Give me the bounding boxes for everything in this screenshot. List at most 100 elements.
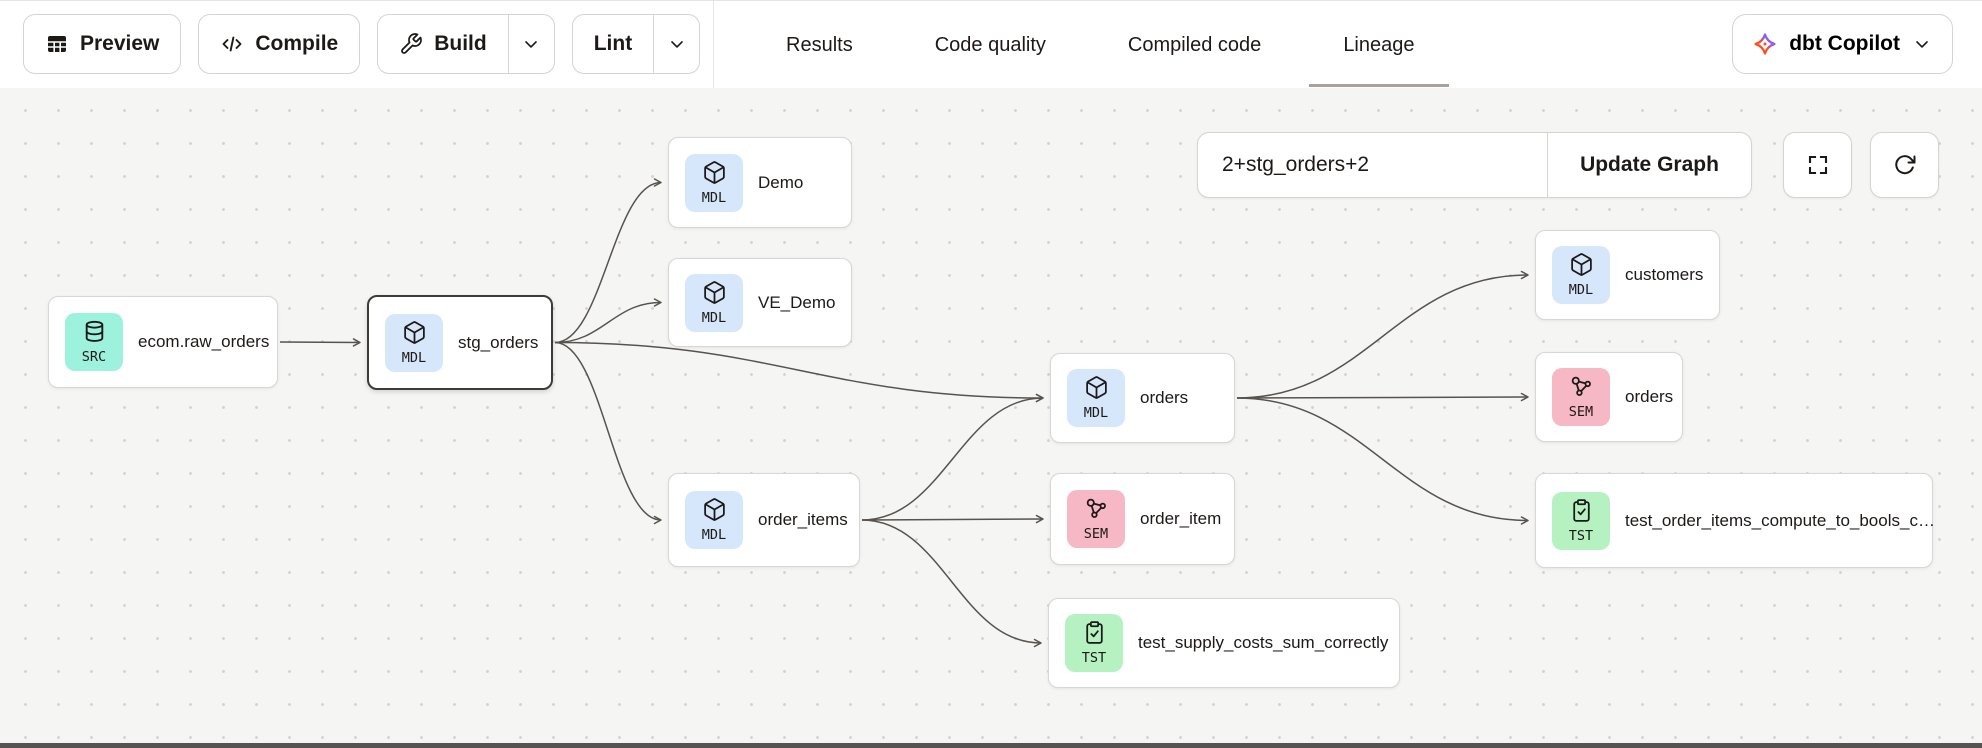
node-type-badge: SRC xyxy=(65,313,123,371)
node-label: order_items xyxy=(758,510,848,529)
node-label: stg_orders xyxy=(458,332,539,352)
lineage-node-ecom_raw_orders[interactable]: SRC ecom.raw_orders xyxy=(48,296,278,388)
chevron-down-icon xyxy=(670,41,683,48)
tab-lineage[interactable]: Lineage xyxy=(1309,1,1449,89)
node-type-label: SEM xyxy=(1568,404,1594,420)
cube-icon xyxy=(702,280,727,310)
lineage-node-customers[interactable]: MDL customers xyxy=(1535,230,1720,320)
cube-icon xyxy=(702,160,727,190)
node-label: Demo xyxy=(758,172,804,192)
lineage-node-order_items[interactable]: MDL order_items xyxy=(668,473,860,567)
lint-button[interactable]: Lint xyxy=(573,15,653,73)
node-label: customers xyxy=(1625,265,1704,284)
lint-dropdown-button[interactable] xyxy=(653,15,699,73)
semantic-graph-icon xyxy=(1084,496,1109,526)
node-type-badge: MDL xyxy=(1552,246,1610,304)
node-type-label: SRC xyxy=(81,349,107,365)
lineage-edge-stg_orders-to-orders_mdl xyxy=(554,341,1044,403)
node-label: VE_Demo xyxy=(758,292,836,312)
node-type-label: MDL xyxy=(701,189,727,206)
result-tabs: Results Code quality Compiled code Lineage xyxy=(780,1,1449,89)
node-label: test_order_items_compute_to_bools_c… xyxy=(1625,510,1935,530)
tab-compiled-code[interactable]: Compiled code xyxy=(1127,33,1262,56)
lineage-node-test_supply[interactable]: TST test_supply_costs_sum_correctly xyxy=(1048,598,1400,688)
node-type-badge: TST xyxy=(1065,614,1123,672)
node-type-label: MDL xyxy=(1083,405,1109,421)
compile-label: Compile xyxy=(255,32,339,55)
lint-label: Lint xyxy=(593,32,633,55)
node-type-label: MDL xyxy=(1568,282,1594,298)
lineage-edge-stg_orders-to-demo xyxy=(554,178,662,344)
preview-button[interactable]: Preview xyxy=(23,14,182,74)
build-label: Build xyxy=(434,32,487,55)
node-type-label: MDL xyxy=(701,309,727,326)
dbt-copilot-button[interactable]: dbt Copilot xyxy=(1732,14,1953,74)
node-type-badge: SEM xyxy=(1067,490,1125,548)
lineage-edge-stg_orders-to-ve_demo xyxy=(554,298,662,344)
refresh-button[interactable] xyxy=(1870,132,1939,198)
dbt-logo-icon xyxy=(1754,33,1776,55)
update-graph-button[interactable]: Update Graph xyxy=(1547,133,1751,197)
lineage-node-orders_sem[interactable]: SEM orders xyxy=(1535,352,1683,442)
fullscreen-button[interactable] xyxy=(1783,132,1852,198)
cube-icon xyxy=(402,320,427,350)
node-label: ecom.raw_orders xyxy=(138,332,270,351)
lineage-node-orders_mdl[interactable]: MDL orders xyxy=(1050,353,1235,443)
build-button[interactable]: Build xyxy=(378,15,508,73)
node-type-badge: MDL xyxy=(685,491,743,549)
node-selector-bar: Update Graph xyxy=(1197,132,1752,198)
lineage-node-order_item_sem[interactable]: SEM order_item xyxy=(1050,473,1235,565)
node-label: orders xyxy=(1140,388,1189,407)
cube-icon xyxy=(1569,252,1594,282)
lineage-node-ve_demo[interactable]: MDL VE_Demo xyxy=(668,258,852,347)
node-type-badge: MDL xyxy=(385,313,443,372)
chevron-down-icon xyxy=(1916,41,1928,48)
build-split-button: Build xyxy=(377,14,555,74)
node-selector-input[interactable] xyxy=(1198,133,1547,197)
preview-label: Preview xyxy=(80,32,160,55)
chevron-down-icon xyxy=(525,41,538,48)
test-clipboard-icon xyxy=(1082,620,1107,650)
fullscreen-icon xyxy=(1808,155,1827,175)
lineage-edge-stg_orders-to-order_items xyxy=(554,341,662,525)
lineage-edge-orders_mdl-to-orders_sem xyxy=(1236,392,1529,402)
node-label: order_item xyxy=(1140,509,1222,528)
code-icon xyxy=(222,36,242,52)
node-type-badge: TST xyxy=(1552,491,1610,550)
wrench-icon xyxy=(401,33,423,54)
cube-icon xyxy=(1084,375,1109,405)
node-label: orders xyxy=(1625,387,1674,406)
action-buttons: Preview Compile Build xyxy=(23,14,701,74)
node-type-label: SEM xyxy=(1083,526,1109,542)
node-type-label: MDL xyxy=(401,349,427,366)
node-type-badge: MDL xyxy=(685,273,743,332)
table-icon xyxy=(48,36,66,52)
lineage-edge-orders_mdl-to-test_order_items xyxy=(1236,397,1529,525)
lineage-edge-ecom_raw_orders-to-stg_orders xyxy=(279,338,361,347)
compile-button[interactable]: Compile xyxy=(198,14,361,74)
lineage-edge-order_items-to-order_item_sem xyxy=(861,514,1044,524)
node-type-badge: MDL xyxy=(685,153,743,212)
build-dropdown-button[interactable] xyxy=(507,15,554,73)
node-type-label: TST xyxy=(1568,527,1594,544)
semantic-graph-icon xyxy=(1569,374,1594,404)
test-clipboard-icon xyxy=(1569,498,1594,528)
lineage-node-stg_orders[interactable]: MDL stg_orders xyxy=(367,295,553,390)
tab-code-quality[interactable]: Code quality xyxy=(934,33,1046,56)
database-icon xyxy=(82,319,107,349)
panel-bottom-edge[interactable] xyxy=(0,743,1982,748)
lineage-edge-orders_mdl-to-customers xyxy=(1236,270,1529,399)
lineage-node-test_order_items[interactable]: TST test_order_items_compute_to_bools_c… xyxy=(1535,473,1935,568)
node-label: test_supply_costs_sum_correctly xyxy=(1138,633,1389,652)
refresh-icon xyxy=(1894,155,1915,175)
node-type-label: MDL xyxy=(701,527,727,543)
node-type-badge: SEM xyxy=(1552,368,1610,426)
tab-results[interactable]: Results xyxy=(786,33,853,56)
cube-icon xyxy=(702,497,727,527)
toolbar-divider xyxy=(713,1,714,89)
lineage-edge-order_items-to-orders_mdl xyxy=(861,393,1044,521)
lineage-node-demo[interactable]: MDL Demo xyxy=(668,137,852,228)
editor-toolbar: Preview Compile Build xyxy=(0,0,1982,89)
lint-split-button: Lint xyxy=(571,14,701,74)
